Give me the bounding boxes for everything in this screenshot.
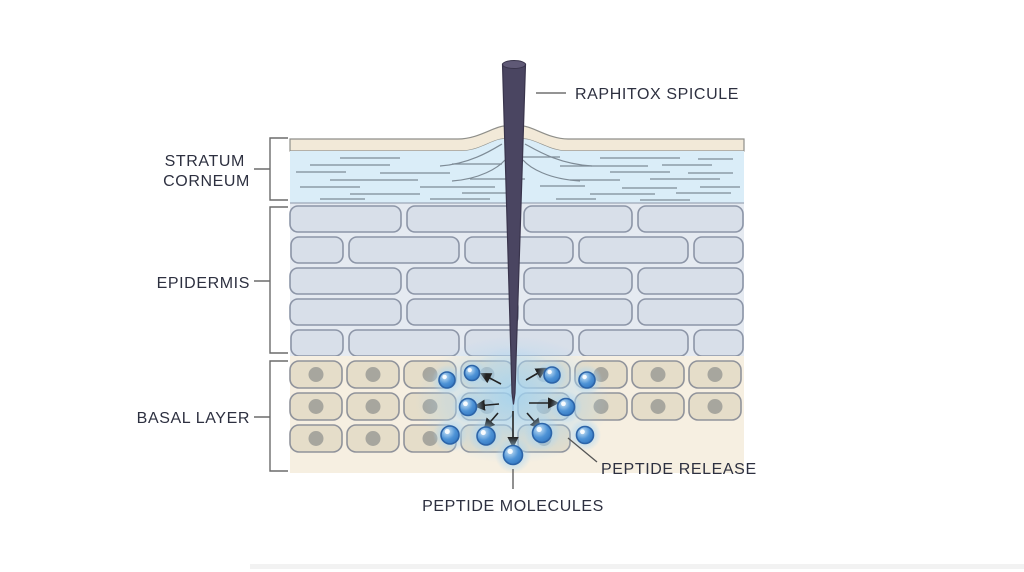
cell-nucleus [365, 431, 381, 446]
epidermis-cell [406, 298, 519, 326]
epidermis-cell [290, 329, 344, 357]
cell-nucleus [308, 399, 324, 414]
molecule-highlight [561, 401, 566, 407]
raphitox-spicule [501, 60, 527, 405]
molecule-highlight [442, 374, 447, 380]
epidermis-cell [523, 298, 633, 326]
epidermis-cell [289, 267, 402, 295]
molecule-highlight [507, 448, 513, 455]
label-peptide-molecules: PEPTIDE MOLECULES [422, 498, 604, 515]
cell-nucleus [707, 367, 723, 382]
molecule-highlight [580, 429, 585, 435]
cell-nucleus [308, 367, 324, 382]
label-raphitox-spicule: RAPHITOX SPICULE [575, 86, 739, 103]
corneocyte-curved-lines [439, 143, 593, 182]
peptide-molecule [476, 426, 496, 446]
cell-nucleus [650, 367, 666, 382]
epidermis-cell [637, 205, 744, 233]
bottom-artifact-strip [250, 564, 1024, 569]
epidermis-cell [289, 298, 402, 326]
epidermis-cell [348, 329, 460, 357]
epidermis-bracket [254, 206, 288, 354]
peptide-molecule [578, 371, 596, 389]
epidermis-cell [578, 329, 689, 357]
peptide-molecule [438, 371, 456, 389]
molecule-highlight [467, 368, 472, 373]
peptide-molecule [463, 364, 481, 382]
peptide-molecule [440, 425, 460, 445]
peptide-molecule [543, 366, 561, 384]
cell-nucleus [650, 399, 666, 414]
cell-nucleus [365, 399, 381, 414]
epidermis-cell [523, 267, 633, 295]
molecule-highlight [480, 430, 486, 436]
molecule-highlight [444, 429, 450, 435]
molecule-highlight [547, 369, 552, 375]
stratum-corneum-bracket [254, 137, 288, 201]
peptide-molecule [556, 397, 576, 417]
molecule-highlight [582, 374, 587, 380]
molecule-highlight [536, 426, 542, 433]
peptide-molecule [502, 444, 524, 466]
epidermis-cell [523, 205, 633, 233]
peptide-molecule [531, 422, 553, 444]
epidermis-cell [290, 236, 344, 264]
peptide-release-leader-line [567, 437, 598, 463]
label-stratum-corneum: STRATUM CORNEUM [163, 153, 250, 190]
label-epidermis: EPIDERMIS [157, 275, 250, 292]
peptide-molecule [458, 397, 478, 417]
epidermis-cell [693, 329, 744, 357]
cell-nucleus [308, 431, 324, 446]
peptide-molecule [575, 425, 595, 445]
epidermis-cells [289, 205, 744, 357]
peptide-molecules-group [431, 358, 603, 474]
epidermis-cell [406, 205, 519, 233]
epidermis-cell [637, 267, 744, 295]
molecule-highlight [463, 401, 468, 407]
cell-nucleus [365, 367, 381, 382]
epidermis-cell [406, 267, 519, 295]
label-basal-layer: BASAL LAYER [137, 410, 250, 427]
basal-layer-bracket [254, 360, 288, 472]
epidermis-cell [693, 236, 744, 264]
epidermis-cell [289, 205, 402, 233]
epidermis-cell [578, 236, 689, 264]
cell-nucleus [707, 399, 723, 414]
epidermis-cell [348, 236, 460, 264]
epidermis-cell [637, 298, 744, 326]
label-peptide-release: PEPTIDE RELEASE [601, 461, 757, 478]
